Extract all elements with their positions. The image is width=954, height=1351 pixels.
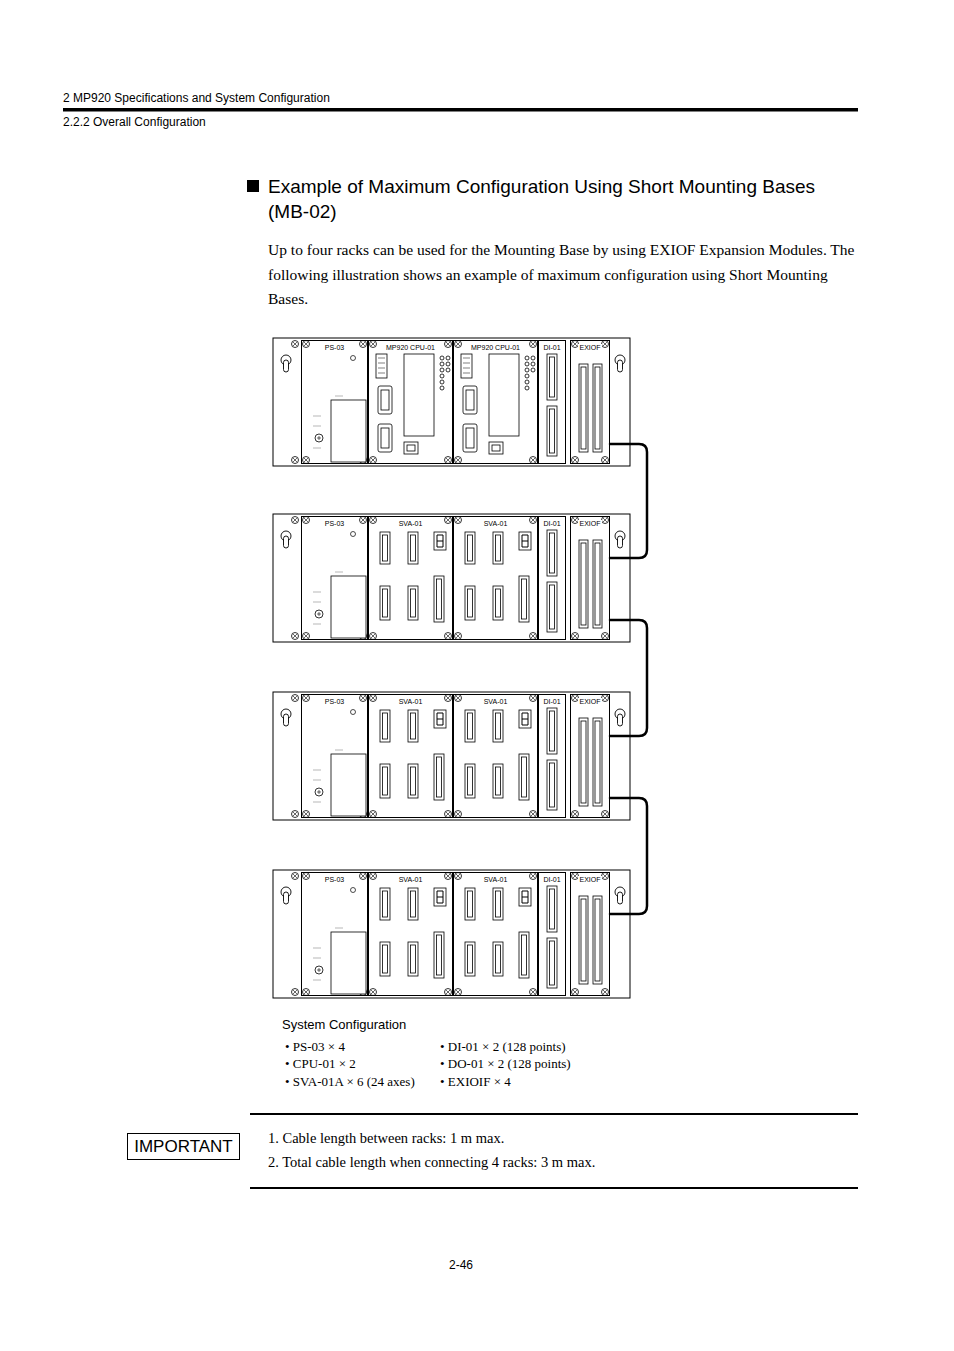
module-label-row: DI-01 (539, 341, 565, 352)
list-item: • DO-01 × 2 (128 points) (440, 1055, 571, 1072)
input-module: DI-01 (538, 872, 566, 996)
servo-module: SVA-01 (453, 872, 538, 996)
module-name: EXIOF (578, 876, 601, 883)
module-label-row: EXIOF (571, 873, 609, 884)
module-label-row: SVA-01 (369, 517, 452, 528)
module-label-row: SVA-01 (454, 517, 537, 528)
note-text: 1. Cable length between racks: 1 m max. (268, 1129, 504, 1148)
module-label-row: DI-01 (539, 695, 565, 706)
module-label-row: MP920 CPU-01 (454, 341, 537, 352)
rack-3 (273, 692, 630, 820)
module-label-row: MP920 CPU-01 (369, 341, 452, 352)
module-label-row: PS-03 (302, 695, 367, 706)
module-name: PS-03 (324, 520, 345, 527)
module-name: PS-03 (324, 876, 345, 883)
rack-1 (273, 338, 630, 466)
power-supply-module: PS-03 (301, 516, 368, 640)
note-rule (250, 1187, 858, 1189)
list-item: • EXIOIF × 4 (440, 1073, 511, 1090)
module-name: SVA-01 (483, 520, 509, 527)
note-text: 2. Total cable length when connecting 4 … (268, 1153, 595, 1172)
module-name: DI-01 (542, 520, 561, 527)
power-supply-module: PS-03 (301, 872, 368, 996)
module-name: DI-01 (542, 876, 561, 883)
expansion-module: EXIOF (570, 340, 610, 464)
expansion-module: EXIOF (570, 694, 610, 818)
module-name: PS-03 (324, 698, 345, 705)
module-name: PS-03 (324, 344, 345, 351)
module-label-row: EXIOF (571, 517, 609, 528)
servo-module: SVA-01 (368, 694, 453, 818)
header-rule (63, 108, 858, 112)
rack-4 (273, 870, 630, 998)
module-label-row: SVA-01 (369, 873, 452, 884)
servo-module: SVA-01 (453, 694, 538, 818)
list-item: • PS-03 × 4 (285, 1038, 345, 1055)
rack-2 (273, 514, 630, 642)
expansion-cable (610, 444, 647, 558)
list-item: • DI-01 × 2 (128 points) (440, 1038, 566, 1055)
list-item: • CPU-01 × 2 (285, 1055, 356, 1072)
module-label-row: DI-01 (539, 517, 565, 528)
input-module: DI-01 (538, 516, 566, 640)
module-name: DI-01 (542, 344, 561, 351)
module-name: MP920 CPU-01 (470, 344, 521, 351)
cpu-module: MP920 CPU-01 (453, 340, 538, 464)
module-label-row: SVA-01 (454, 695, 537, 706)
servo-module: SVA-01 (368, 516, 453, 640)
important-tag: IMPORTANT (127, 1133, 240, 1160)
module-label-row: SVA-01 (369, 695, 452, 706)
power-supply-module: PS-03 (301, 694, 368, 818)
servo-module: SVA-01 (453, 516, 538, 640)
module-label-row: EXIOF (571, 341, 609, 352)
note-rule (250, 1113, 858, 1115)
module-name: MP920 CPU-01 (385, 344, 436, 351)
power-supply-module: PS-03 (301, 340, 368, 464)
input-module: DI-01 (538, 694, 566, 818)
module-name: DI-01 (542, 698, 561, 705)
module-name: EXIOF (578, 344, 601, 351)
expansion-cable (610, 620, 647, 736)
module-name: SVA-01 (398, 876, 424, 883)
intro-paragraph: Up to four racks can be used for the Mou… (268, 238, 863, 312)
module-label-row: SVA-01 (454, 873, 537, 884)
module-label-row: PS-03 (302, 873, 367, 884)
module-name: SVA-01 (483, 876, 509, 883)
module-name: SVA-01 (398, 698, 424, 705)
servo-module: SVA-01 (368, 872, 453, 996)
module-label-row: PS-03 (302, 341, 367, 352)
list-item: • SVA-01A × 6 (24 axes) (285, 1073, 415, 1090)
module-label-row: EXIOF (571, 695, 609, 706)
list-heading: System Configuration (282, 1016, 406, 1033)
cpu-module: MP920 CPU-01 (368, 340, 453, 464)
section-title: Example of Maximum Configuration Using S… (268, 174, 858, 224)
expansion-cable (610, 798, 647, 914)
module-label-row: DI-01 (539, 873, 565, 884)
input-module: DI-01 (538, 340, 566, 464)
expansion-module: EXIOF (570, 872, 610, 996)
module-name: SVA-01 (483, 698, 509, 705)
expansion-module: EXIOF (570, 516, 610, 640)
module-name: EXIOF (578, 698, 601, 705)
module-label-row: PS-03 (302, 517, 367, 528)
tag-text: IMPORTANT (134, 1137, 233, 1157)
module-name: SVA-01 (398, 520, 424, 527)
running-subheader: 2.2.2 Overall Configuration (63, 114, 206, 130)
module-name: EXIOF (578, 520, 601, 527)
square-bullet (247, 180, 259, 192)
page-number: 2-46 (449, 1257, 473, 1273)
running-header: 2 MP920 Specifications and System Config… (63, 90, 330, 106)
